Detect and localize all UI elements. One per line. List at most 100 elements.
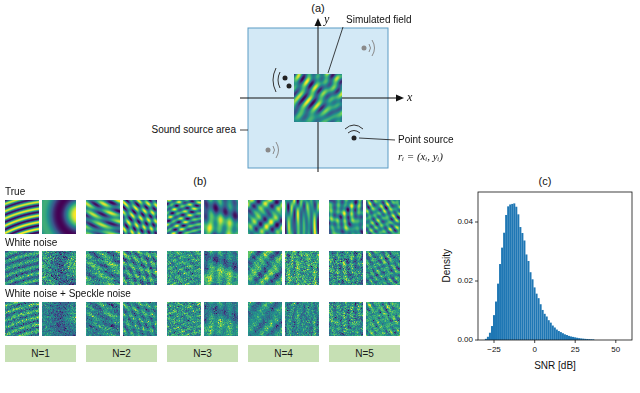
group-label: N=1 (31, 348, 50, 360)
leader-line (328, 27, 343, 73)
field-tile (5, 200, 39, 234)
histogram-bar (538, 298, 540, 340)
field-tile (204, 200, 238, 234)
field-tile (42, 251, 76, 285)
tick-marks (475, 222, 616, 343)
histogram-bar (554, 328, 556, 341)
panel-label: (a) (311, 2, 324, 15)
histogram-bar (558, 331, 560, 340)
histogram-bar (542, 310, 544, 340)
row-label: White noise + Speckle noise (5, 288, 131, 300)
group-label: N=4 (274, 348, 293, 360)
row-label: White noise (5, 237, 57, 249)
tick-label: 0.00 (457, 335, 473, 344)
histogram-bar (572, 337, 574, 340)
histogram-bar (527, 261, 529, 340)
leader-line (240, 130, 248, 131)
point-source (266, 142, 279, 158)
histogram-bar (534, 287, 536, 340)
histogram-bar (562, 333, 564, 340)
callout-label: Simulated field (346, 14, 412, 26)
histogram-bar (515, 207, 517, 340)
field-tile (123, 302, 157, 336)
callout-label: Sound source area (151, 124, 236, 136)
field-tile (329, 251, 363, 285)
field-tile (86, 251, 120, 285)
leader-line (359, 138, 395, 140)
arrowhead (315, 18, 322, 26)
field-tile (42, 200, 76, 234)
axis-title: Density (441, 249, 453, 282)
histogram-bar (556, 330, 558, 340)
histogram-bar (501, 248, 503, 340)
arrowhead (396, 95, 404, 102)
panel-label: (b) (193, 175, 206, 188)
histogram-bar (529, 272, 531, 340)
tick-label: 0.04 (457, 217, 473, 226)
group-label: N=5 (355, 348, 374, 360)
point-source (273, 68, 292, 92)
tick-label: 25 (571, 345, 580, 354)
field-tile (285, 302, 319, 336)
histogram-bar (544, 314, 546, 340)
histogram-bar (489, 333, 491, 340)
histogram-bar (574, 337, 576, 340)
field-tile (167, 302, 201, 336)
histogram-bar (540, 304, 542, 340)
group-box: N=5 (329, 345, 400, 362)
field-tile (42, 302, 76, 336)
histogram-bar (511, 204, 513, 340)
field-tile (366, 302, 400, 336)
field-tile (86, 302, 120, 336)
histogram (485, 203, 594, 340)
field-tile (5, 302, 39, 336)
histogram-bar (491, 326, 493, 340)
plot-frame (478, 192, 632, 340)
histogram-bar (509, 204, 511, 340)
field-tile (366, 200, 400, 234)
formula-label: rᵢ = (xᵢ, yᵢ) (398, 150, 443, 163)
histogram-bar (548, 320, 550, 340)
histogram-bar (487, 337, 489, 340)
histogram-bar (517, 214, 519, 340)
field-tile (123, 200, 157, 234)
histogram-bar (505, 215, 507, 340)
histogram-bar (546, 317, 548, 341)
tick-label: −25 (487, 345, 501, 354)
histogram-bar (560, 332, 562, 340)
histogram-bar (513, 203, 515, 340)
group-box: N=1 (5, 345, 76, 362)
field-tile (248, 251, 282, 285)
axis-label: x (407, 91, 412, 105)
histogram-bar (521, 233, 523, 340)
histogram-bar (536, 294, 538, 340)
histogram-bar (499, 264, 501, 340)
field-tile (167, 200, 201, 234)
field-tile (86, 200, 120, 234)
tick-label: 0.02 (457, 276, 473, 285)
field-tile (329, 302, 363, 336)
histogram-bar (495, 302, 497, 340)
callout-label: Point source (398, 134, 454, 146)
tick-label: 50 (611, 345, 620, 354)
histogram-bar (531, 279, 533, 340)
field-tile (204, 251, 238, 285)
histogram-bar (564, 334, 566, 340)
histogram-bar (566, 335, 568, 340)
group-box: N=2 (86, 345, 157, 362)
histogram-bar (568, 336, 570, 340)
histogram-bar (519, 227, 521, 340)
axis-label: y (324, 13, 329, 27)
histogram-bar (550, 323, 552, 340)
field-tile (167, 251, 201, 285)
field-tile (248, 302, 282, 336)
field-tile (204, 302, 238, 336)
panel-label: (c) (539, 175, 552, 188)
group-label: N=3 (193, 348, 212, 360)
field-tile (366, 251, 400, 285)
histogram-bar (523, 241, 525, 341)
histogram-bar (525, 254, 527, 340)
tick-label: 0 (532, 345, 536, 354)
field-tile (248, 200, 282, 234)
field-tile (285, 200, 319, 234)
